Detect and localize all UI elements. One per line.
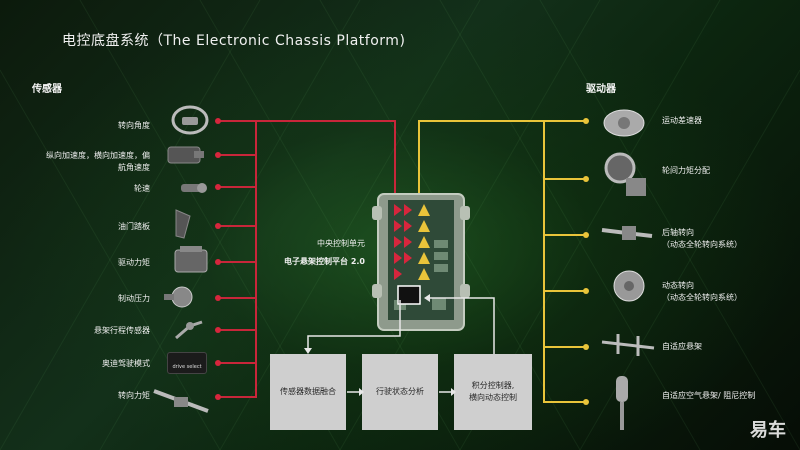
sensor-label-suspension-travel: 悬架行程传感器 [94,326,150,335]
sensor-label-steering-torque: 转向力矩 [118,391,150,400]
sensor-branch [218,396,256,398]
sensors-header: 传感器 [32,84,62,95]
air-suspension-icon [616,376,628,430]
torque-vectoring-icon [604,152,646,196]
actuator-branch [544,234,586,236]
actuator-dot [583,288,589,294]
sensor-dot [215,259,221,265]
central-control-unit-icon [372,193,470,331]
actuator-branch [544,346,586,348]
watermark-logo: 易车 [750,420,786,441]
sensor-label-steering-angle: 转向角度 [118,121,150,130]
steering-wheel-icon [171,105,209,135]
drive-select-button-icon: drive select [167,352,207,374]
sensor-branch [218,186,256,188]
sensor-label-brake-pressure: 制动压力 [118,294,150,303]
actuator-branch [544,120,586,122]
sensor-label-wheel-speed: 轮速 [134,184,150,193]
adaptive-suspension-icon [601,334,655,356]
sensor-label-acceleration: 纵向加速度，横向加速度，偏航角速度 [46,151,150,172]
sensor-module-icon [167,146,204,164]
actuator-branch [544,178,586,180]
sensor-branch [218,297,256,299]
sensor-dot [215,184,221,190]
sensor-branch [218,154,256,156]
sensor-branch [218,225,256,227]
actuator-drop-line [418,120,420,198]
actuator-dot [583,399,589,405]
sensor-dot [215,295,221,301]
wheel-speed-sensor-icon [181,183,207,193]
dynamic-steering-icon [613,270,645,302]
central-platform-label: 电子悬架控制平台 2.0 [284,257,365,266]
sensor-branch [218,261,256,263]
sensor-label-throttle: 油门踏板 [118,222,150,231]
sensor-top-line [218,120,394,122]
actuator-branch [544,401,586,403]
actuator-dot [583,118,589,124]
sensor-dot [215,152,221,158]
actuator-dot [583,176,589,182]
sensor-bus-line [255,120,257,398]
actuator-label-air-suspension: 自适应空气悬架/ 阻尼控制 [662,391,756,400]
sensor-label-drive-select: 奥迪驾驶模式 [102,359,150,368]
actuator-label-dynamic-steering: 动态转向 （动态全轮转向系统） [662,281,742,302]
actuator-label-sport-differential: 运动差速器 [662,116,702,125]
suspension-sensor-icon [175,320,203,340]
actuator-top-line [418,120,544,122]
actuator-bus-line [543,120,545,403]
sensor-dot [215,327,221,333]
sensor-branch [218,329,256,331]
sensor-dot [215,118,221,124]
actuator-label-torque-distribution: 轮间力矩分配 [662,166,710,175]
throttle-pedal-icon [175,209,191,239]
actuator-dot [583,344,589,350]
sensor-dot [215,360,221,366]
steering-rack-icon [153,389,209,413]
sensor-dot [215,394,221,400]
brake-pressure-sensor-icon [164,286,193,308]
sport-differential-icon [603,109,645,137]
sensor-label-drive-torque: 驱动力矩 [118,258,150,267]
sensor-dot [215,223,221,229]
integral-controller-box: 积分控制器, 横向动态控制 [454,354,532,430]
driving-state-analysis-box: 行驶状态分析 [362,354,438,430]
sensor-branch [218,362,256,364]
actuator-label-adaptive-suspension: 自适应悬架 [662,342,702,351]
actuator-label-rear-axle-steering: 后轴转向 （动态全轮转向系统） [662,228,742,249]
actuator-dot [583,232,589,238]
actuator-branch [544,290,586,292]
actuators-header: 驱动器 [586,84,616,95]
central-unit-label: 中央控制单元 [317,239,365,248]
page-title: 电控底盘系统（The Electronic Chassis Platform) [62,33,406,49]
process-flow-arrows [304,294,495,396]
sensor-drop-line [394,120,396,198]
sensor-fusion-box: 传感器数据融合 [270,354,346,430]
rear-axle-steering-icon [601,226,653,240]
engine-icon [174,246,208,273]
